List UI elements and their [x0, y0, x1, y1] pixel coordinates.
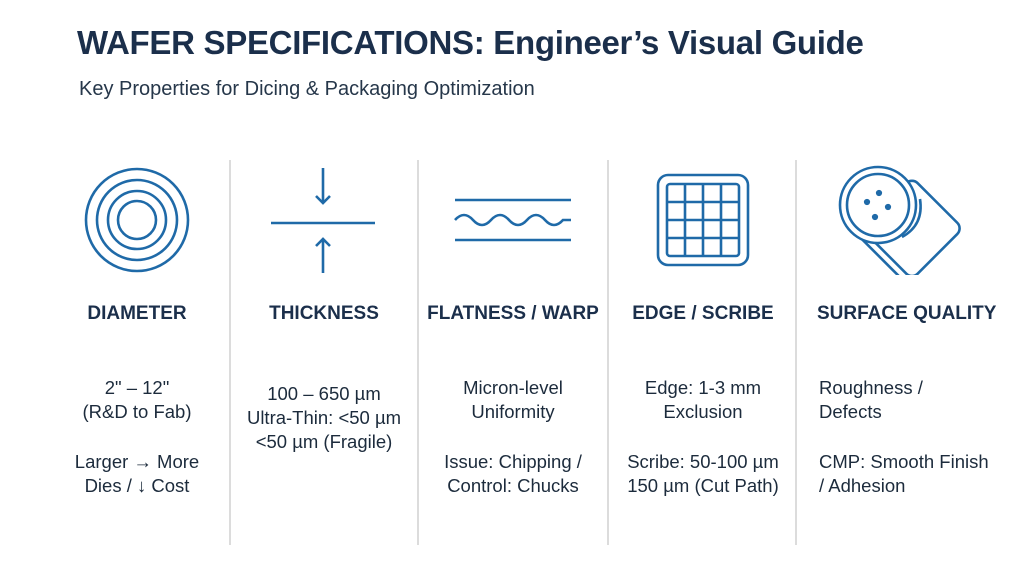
text-line: Edge: 1-3 mm — [644, 377, 762, 398]
divider — [795, 160, 797, 545]
text-line: (R&D to Fab) — [82, 401, 192, 422]
column-diameter: DIAMETER 2" – 12" (R&D to Fab) Larger → M… — [43, 160, 231, 545]
divider — [417, 160, 419, 545]
concentric-circles-icon — [43, 160, 231, 280]
surface-wafer-icon — [797, 160, 997, 280]
text-line: Issue: Chipping / — [444, 451, 582, 472]
heading-thickness: THICKNESS — [269, 303, 379, 324]
text-line: 100 – 650 µm — [267, 383, 381, 404]
text-line: Uniformity — [471, 401, 555, 422]
text-line: Micron-level — [463, 377, 563, 398]
text-line: Exclusion — [663, 401, 743, 422]
text-line: Dies / ↓ Cost — [84, 475, 190, 496]
text-line: Roughness / — [819, 377, 923, 398]
column-edge-scribe: EDGE / SCRIBE Edge: 1-3 mm Exclusion Scri… — [609, 160, 797, 545]
text-line: Control: Chucks — [447, 475, 579, 496]
column-thickness: THICKNESS 100 – 650 µm Ultra-Thin: <50 µm… — [230, 160, 418, 545]
text-line: 2" – 12" — [104, 377, 170, 398]
text-line: 150 µm (Cut Path) — [627, 475, 779, 496]
text-line: Larger → More — [74, 451, 200, 472]
text-line: Defects — [819, 401, 882, 422]
heading-edge-scribe: EDGE / SCRIBE — [632, 303, 774, 324]
heading-flatness: FLATNESS / WARP — [427, 303, 599, 324]
text-line: Ultra-Thin: <50 µm — [246, 407, 402, 428]
divider — [607, 160, 609, 545]
divider — [229, 160, 231, 545]
column-surface-quality: SURFACE QUALITY Roughness / Defects CMP: … — [797, 160, 997, 545]
heading-diameter: DIAMETER — [87, 303, 187, 324]
heading-surface-quality: SURFACE QUALITY — [817, 303, 997, 324]
text-line: CMP: Smooth Finish — [819, 451, 989, 472]
text-line: / Adhesion — [819, 475, 906, 496]
thickness-arrows-icon — [230, 160, 418, 280]
page-title: WAFER SPECIFICATIONS: Engineer’s Visual … — [77, 24, 864, 61]
page-subtitle: Key Properties for Dicing & Packaging Op… — [79, 78, 535, 100]
wave-icon — [419, 160, 607, 280]
text-line: <50 µm (Fragile) — [255, 431, 393, 452]
grid-icon — [609, 160, 797, 280]
text-line: Scribe: 50-100 µm — [627, 451, 779, 472]
